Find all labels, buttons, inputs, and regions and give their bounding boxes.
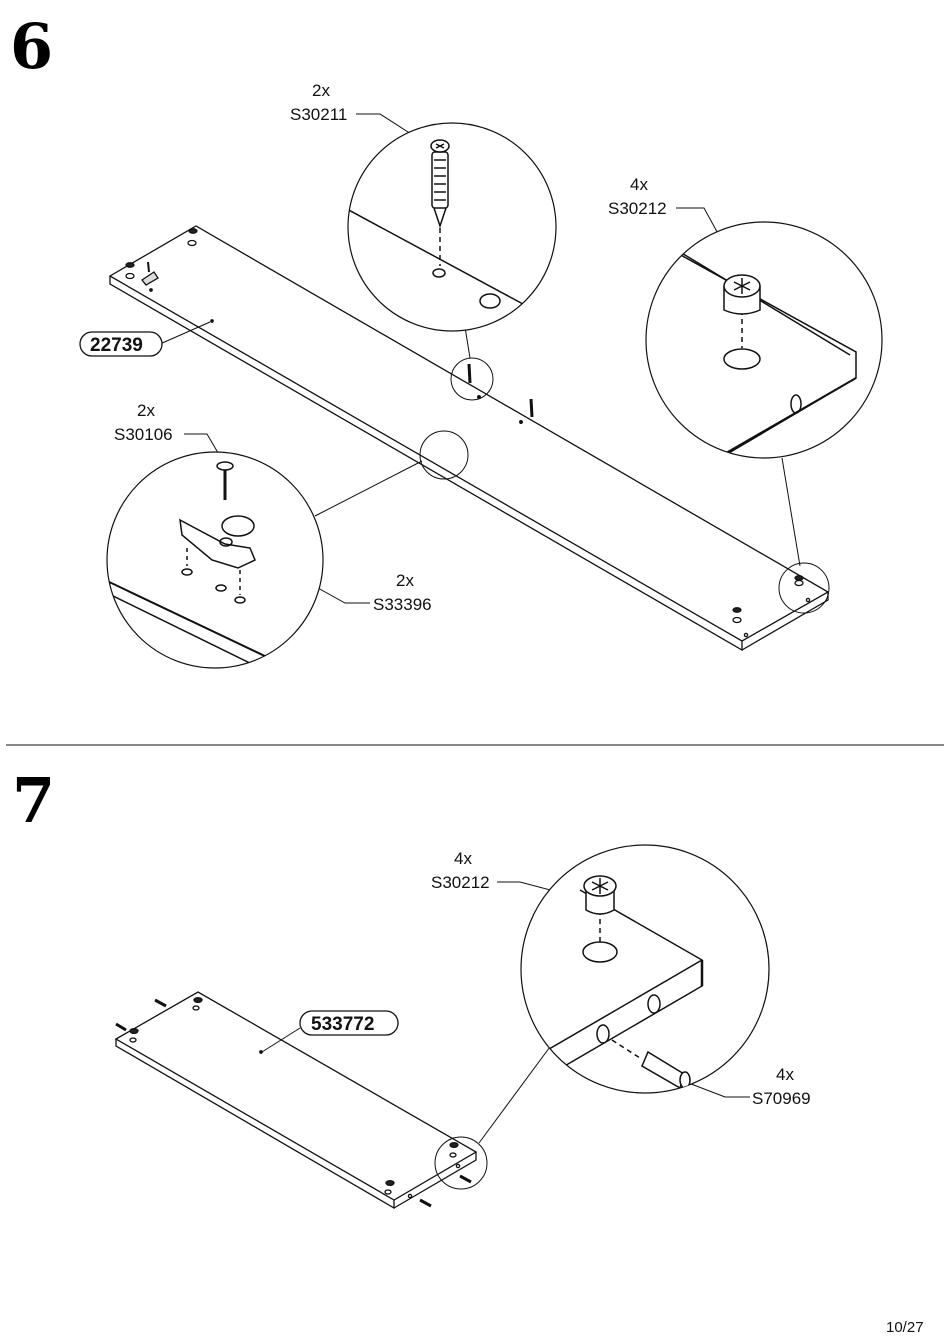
- zoom-marker-circles: [434, 1136, 488, 1190]
- callout-qty: 4x: [630, 175, 648, 194]
- panel-22739: [108, 225, 830, 652]
- callout-code: S30211: [290, 105, 347, 124]
- callout-qty: 4x: [454, 849, 472, 868]
- callout-qty: 2x: [137, 401, 155, 420]
- step-number-7: 7: [12, 764, 55, 837]
- detail-dowel: [347, 122, 557, 332]
- part-number-badge: [299, 1010, 399, 1036]
- panel-533772: [114, 991, 478, 1210]
- callout-code: S30212: [608, 199, 667, 218]
- part-number: 533772: [311, 1014, 374, 1035]
- detail-cam-lock: [645, 221, 883, 459]
- detail-cam-lock-and-dowel: [520, 844, 770, 1094]
- callout-code: S30106: [114, 425, 173, 444]
- callout-code: S30212: [431, 873, 490, 892]
- callout-qty: 2x: [396, 571, 414, 590]
- page-number: 10/27: [886, 1319, 924, 1336]
- callout-code: S70969: [752, 1089, 811, 1108]
- part-number-badge: [79, 331, 163, 357]
- part-number: 22739: [90, 335, 143, 356]
- step-number-6: 6: [10, 10, 53, 83]
- zoom-marker-circles: [419, 357, 830, 614]
- callout-qty: 2x: [312, 81, 330, 100]
- callout-qty: 4x: [776, 1065, 794, 1084]
- callout-leaders-step6: [159, 113, 801, 604]
- callout-code: S33396: [373, 595, 432, 614]
- detail-bracket: [106, 451, 324, 669]
